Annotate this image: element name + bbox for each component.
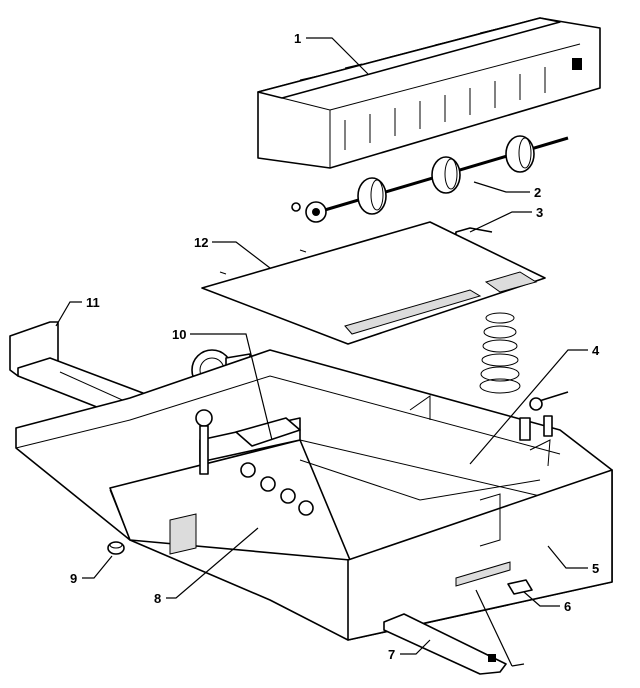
callout-11: 11 [86, 295, 100, 310]
part-1-top-cover [257, 17, 601, 169]
part-6-clip [507, 579, 533, 595]
callout-1: 1 [294, 31, 301, 46]
callout-6: 6 [564, 599, 571, 614]
part-10-sub-assembly [195, 409, 301, 475]
part-12-plate [201, 221, 546, 345]
leader-lines [55, 37, 588, 667]
part-9-knob [107, 541, 125, 555]
callout-5: 5 [592, 561, 599, 576]
callout-8: 8 [154, 591, 161, 606]
part-2-roller-shaft [291, 135, 569, 223]
callout-2: 2 [534, 185, 541, 200]
callout-10: 10 [172, 327, 186, 342]
callout-labels: 1 2 3 4 5 6 7 8 9 10 11 12 [70, 31, 600, 662]
lift-spring [479, 312, 521, 394]
callout-7: 7 [388, 647, 395, 662]
part-7-bottom-bracket [383, 613, 507, 675]
callout-9: 9 [70, 571, 77, 586]
callout-3: 3 [536, 205, 543, 220]
callout-12: 12 [194, 235, 208, 250]
callout-4: 4 [592, 343, 600, 358]
part-5-front-panel [347, 469, 613, 641]
